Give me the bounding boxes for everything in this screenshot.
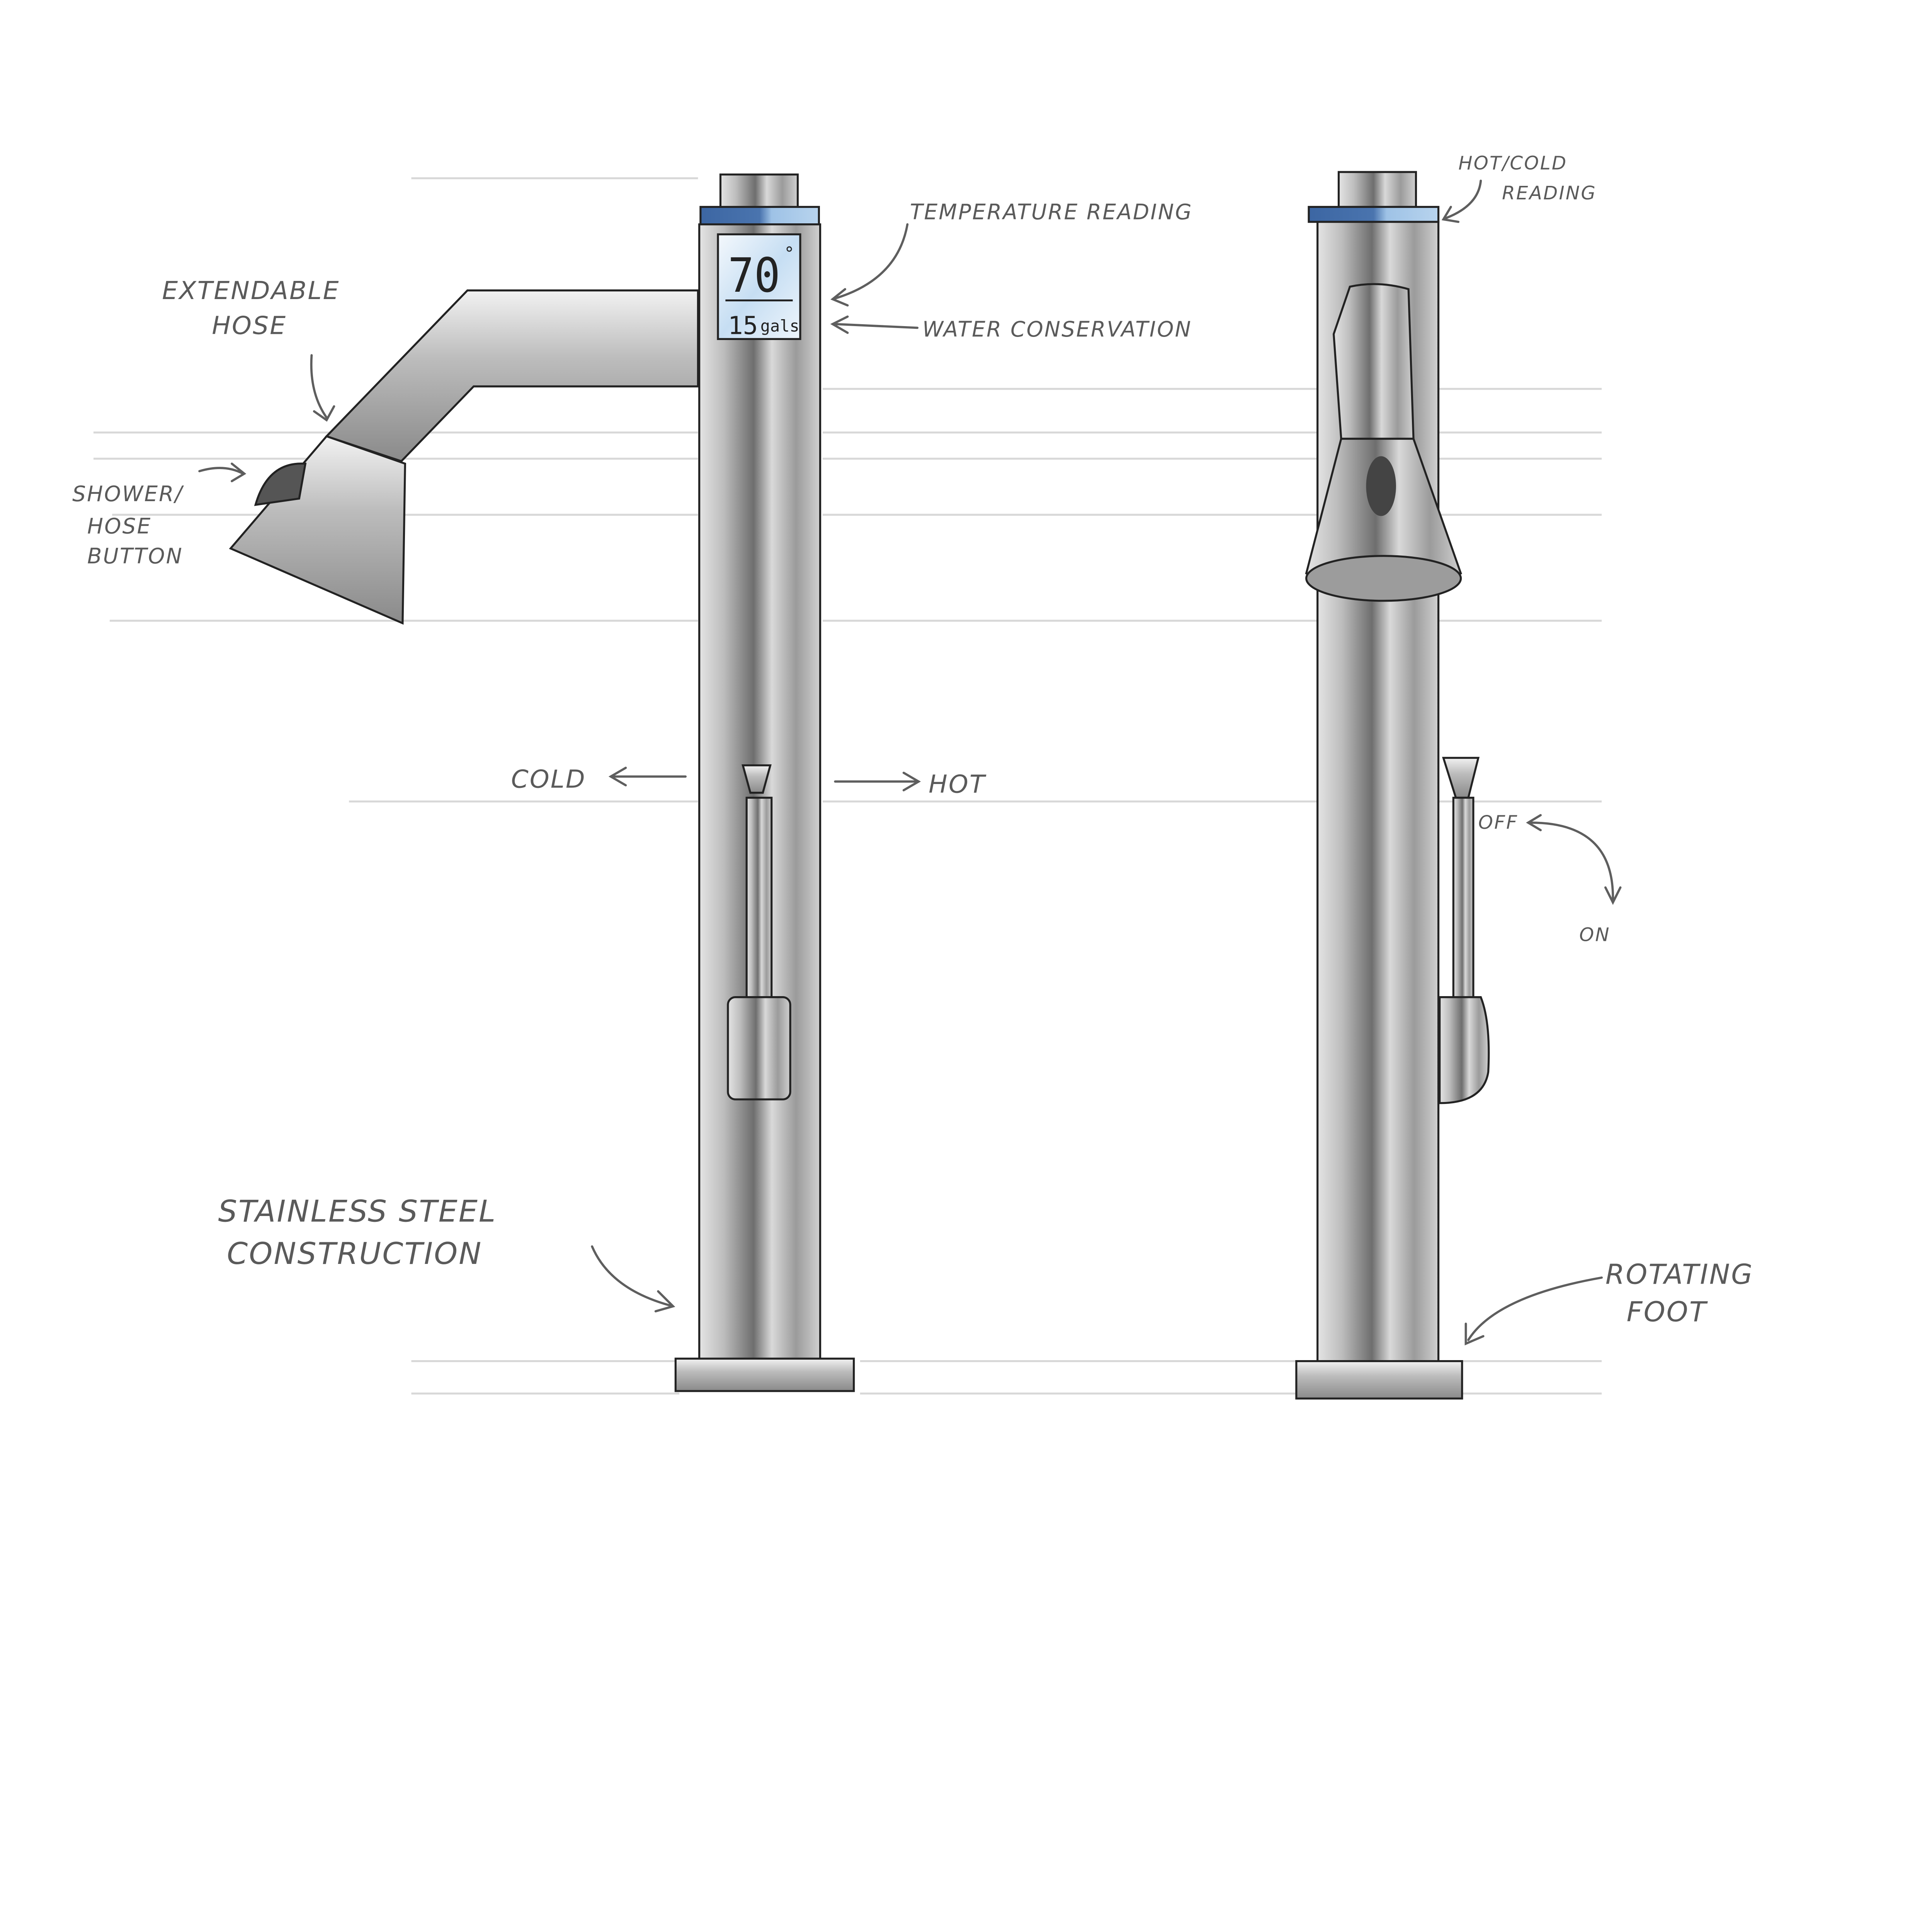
- label-water-conservation: WATER CONSERVATION: [922, 317, 1192, 342]
- arrow-shower-button: [198, 463, 247, 483]
- label-hot: HOT: [929, 770, 986, 799]
- label-hot-cold-1: HOT/COLD: [1458, 153, 1567, 174]
- spout-arm: [325, 289, 699, 463]
- side-lever-tip: [1442, 757, 1480, 799]
- label-on: ON: [1579, 924, 1611, 946]
- faucet-front-view: 70 ° 15 gals: [229, 173, 855, 1392]
- shower-head: [229, 435, 406, 625]
- side-lever-handle: [1439, 996, 1490, 1104]
- arrow-water: [830, 315, 919, 334]
- side-button: [1366, 456, 1396, 516]
- arrow-off-on: [1526, 814, 1622, 905]
- label-rotating-2: FOOT: [1627, 1296, 1708, 1328]
- label-off: OFF: [1478, 812, 1518, 833]
- label-temperature-reading: TEMPERATURE READING: [910, 200, 1193, 224]
- label-stainless-1: STAINLESS STEEL: [218, 1194, 497, 1229]
- temperature-lever-slot: [745, 796, 773, 998]
- label-hot-cold-2: READING: [1502, 182, 1597, 204]
- temperature-lever-handle: [727, 996, 791, 1100]
- arrow-stainless: [591, 1245, 675, 1313]
- arrow-temperature: [830, 223, 909, 307]
- gallons-value: 15: [728, 311, 758, 340]
- label-rotating-1: ROTATING: [1605, 1259, 1753, 1291]
- arrow-hot-cold: [1441, 179, 1482, 223]
- label-shower-button-1: SHOWER/: [72, 481, 184, 506]
- base-foot: [674, 1357, 855, 1392]
- gallons-unit: gals: [760, 316, 799, 335]
- arrow-hot: [834, 772, 921, 792]
- digital-display: 70 ° 15 gals: [717, 233, 801, 340]
- side-spout: [1333, 283, 1415, 440]
- faucet-side-view: [1295, 171, 1490, 1400]
- label-stainless-2: CONSTRUCTION: [227, 1236, 482, 1271]
- faucet-sketch: 70 ° 15 gals EXTENDABLE HOSE SHOWER/ HOS…: [72, 153, 1753, 1400]
- top-cap: [719, 173, 799, 211]
- label-extendable-hose-2: HOSE: [212, 311, 287, 340]
- side-top-cap: [1337, 171, 1417, 208]
- degree-symbol: °: [784, 243, 794, 264]
- temperature-lever-tip: [742, 764, 772, 794]
- label-cold: COLD: [511, 765, 586, 794]
- arrow-hose: [310, 354, 335, 422]
- arrow-rotating: [1464, 1276, 1603, 1345]
- label-shower-button-2: HOSE: [87, 514, 152, 539]
- annotations: EXTENDABLE HOSE SHOWER/ HOSE BUTTON TEMP…: [72, 153, 1753, 1345]
- label-shower-button-3: BUTTON: [87, 544, 183, 568]
- side-lever-stem: [1452, 796, 1475, 998]
- side-spray-face: [1305, 555, 1462, 602]
- label-extendable-hose-1: EXTENDABLE: [162, 276, 340, 305]
- shower-button: [254, 463, 307, 506]
- arrow-cold: [608, 767, 687, 787]
- temperature-ring: [699, 206, 820, 226]
- side-temperature-ring: [1308, 206, 1440, 223]
- temperature-value: 70: [728, 248, 780, 303]
- side-base-foot: [1295, 1360, 1463, 1400]
